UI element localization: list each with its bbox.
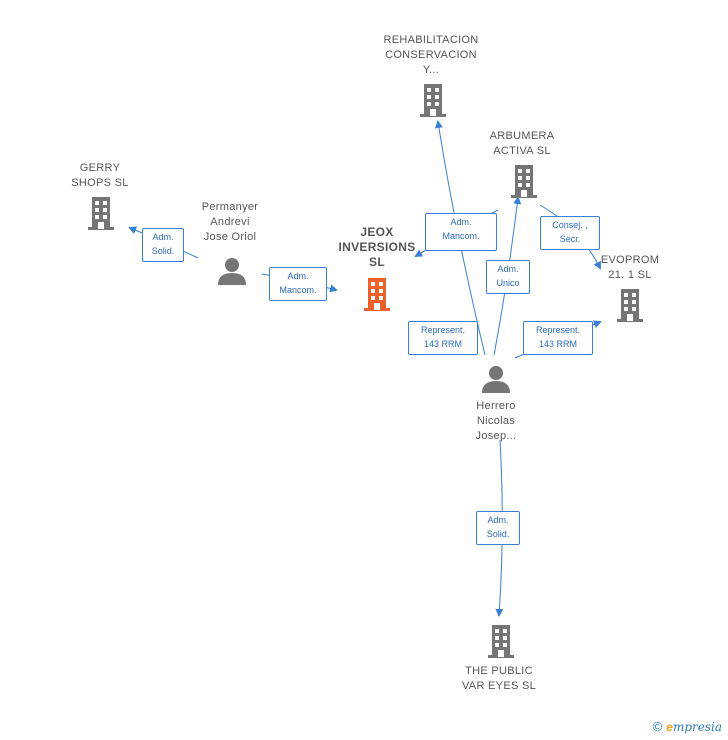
building-icon-evoprom (617, 289, 643, 322)
edge-label-herrero-evoprom: Represent. 143 RRM (523, 321, 593, 355)
node-label-thepublic[interactable]: THE PUBLIC VAR EYES SL (461, 665, 537, 692)
person-icon-herrero (482, 366, 510, 393)
edge-label-herrero-arbumera: Adm. Unico (486, 260, 530, 294)
edge-label-herrero-jeox: Adm. Mancom. (425, 213, 497, 251)
person-icon-permanyer (218, 258, 246, 285)
building-icon-thepublic (488, 625, 514, 658)
node-label-rehabilitacion[interactable]: REHABILITACION CONSERVACION Y... (383, 34, 479, 76)
node-label-jeox[interactable]: JEOX INVERSIONS SL (338, 225, 416, 269)
building-icon-gerry (88, 197, 114, 230)
node-label-evoprom[interactable]: EVOPROM 21. 1 SL (600, 254, 660, 281)
node-label-herrero[interactable]: Herrero Nicolas Josep... (475, 400, 517, 442)
node-label-arbumera[interactable]: ARBUMERA ACTIVA SL (489, 130, 555, 157)
edge-label-herrero-public: Adm. Solid. (476, 511, 520, 545)
edge-label-permanyer-jeox: Adm. Mancom. (269, 267, 327, 301)
copyright-icon: © (652, 719, 663, 734)
building-icon-arbumera (511, 165, 537, 198)
node-label-gerry[interactable]: GERRY SHOPS SL (71, 162, 129, 189)
node-label-permanyer[interactable]: Permanyer Andrevi Jose Oriol (201, 201, 259, 243)
edge-label-arbumera-evoprom: Consej. , Secr. (540, 216, 600, 250)
edge-label-permanyer-gerry: Adm. Solid. (142, 228, 184, 262)
edge-label-herrero-rehab: Represent. 143 RRM (408, 321, 478, 355)
building-icon-rehabilitacion (420, 84, 446, 117)
building-icon-jeox (364, 278, 390, 311)
empresia-logo[interactable]: ©empresia (652, 719, 722, 734)
